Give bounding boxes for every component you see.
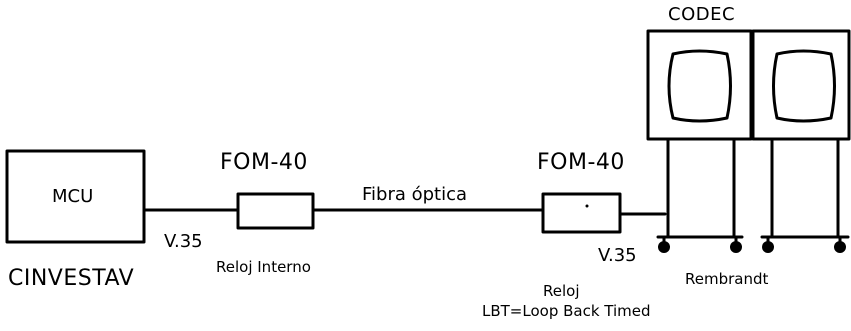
- reloj-interno-label: Reloj Interno: [216, 258, 311, 276]
- rembrandt-label: Rembrandt: [685, 270, 769, 288]
- v35-right-label: V.35: [598, 245, 637, 266]
- cinvestav-label: CINVESTAV: [8, 266, 135, 291]
- mcu-box: [5, 149, 146, 244]
- fom-left-label: FOM-40: [220, 150, 308, 175]
- codec-label: CODEC: [668, 4, 736, 25]
- reloj-label: Reloj: [543, 282, 580, 300]
- v35-left-label: V.35: [164, 231, 203, 252]
- wheel: [658, 241, 670, 253]
- wheel: [834, 241, 846, 253]
- fom-right-box: [541, 192, 622, 234]
- mcu-label: MCU: [52, 186, 94, 207]
- codec-monitor-left: [646, 29, 753, 246]
- lbt-label: LBT=Loop Back Timed: [482, 302, 651, 320]
- fiber-label: Fibra óptica: [362, 184, 468, 205]
- codec-monitor-right: [751, 29, 851, 246]
- wheel: [762, 241, 774, 253]
- wheel: [730, 241, 742, 253]
- fom-left-box: [236, 192, 315, 230]
- fom-right-label: FOM-40: [537, 150, 625, 175]
- fom-indicator-dot: [585, 204, 589, 208]
